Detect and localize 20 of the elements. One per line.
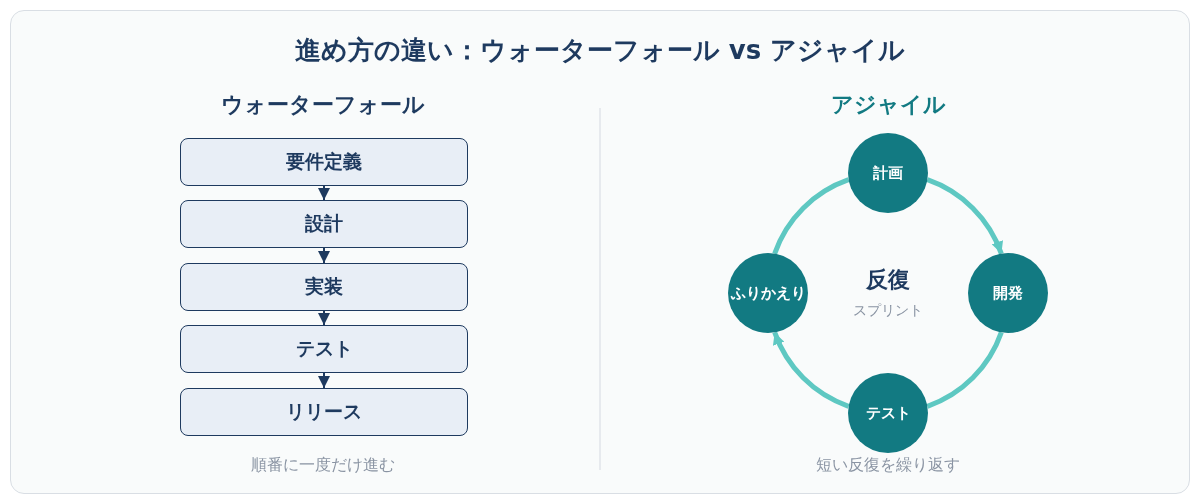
connector-line (772, 177, 850, 255)
center-label: 反復 (866, 266, 910, 294)
arrow (318, 372, 330, 389)
connector-line (926, 331, 1004, 409)
caption: 順番に一度だけ進む (251, 454, 395, 476)
process-box: リリース (180, 388, 468, 436)
title: 進め方の違い：ウォーターフォール vs アジャイル (294, 33, 906, 67)
caption: 短い反復を繰り返す (816, 454, 960, 476)
section-heading: アジャイル (830, 91, 946, 119)
arrow (318, 247, 330, 264)
arrow (318, 185, 330, 201)
process-box: 要件定義 (180, 138, 468, 186)
arrow (772, 331, 850, 409)
process-box: テスト (180, 325, 468, 373)
section-heading: ウォーターフォール (221, 91, 425, 119)
process-box: 実装 (180, 263, 468, 311)
arrow (926, 177, 1004, 255)
center-sublabel: スプリント (853, 302, 923, 320)
process-box: 設計 (180, 200, 468, 248)
arrow (318, 310, 330, 326)
